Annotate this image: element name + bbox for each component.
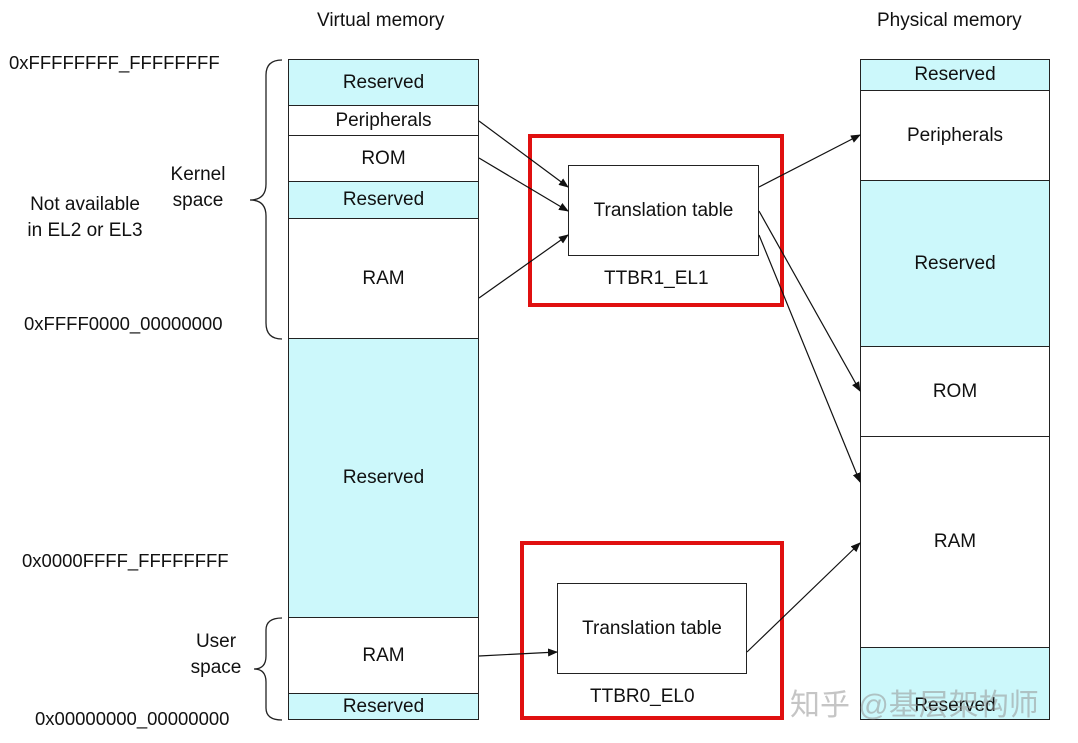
virtual-segment-peripherals: Peripherals (289, 106, 478, 136)
physical-memory-title: Physical memory (877, 10, 1022, 31)
physical-segment-reserved: Reserved (861, 181, 1049, 347)
virtual-segment-reserved: Reserved (289, 182, 478, 219)
virtual-memory-title: Virtual memory (317, 10, 445, 31)
watermark: 知乎 @基层架构师 (790, 689, 1039, 722)
virtual-segment-reserved: Reserved (289, 339, 478, 618)
arrow-rom-to-table (478, 157, 569, 212)
ttbr1-el1-label: TTBR1_EL1 (604, 268, 709, 289)
arrow-table-to-peripherals (758, 134, 861, 188)
ttbr0-highlight-box (520, 541, 784, 720)
segment-label: Reserved (342, 71, 425, 93)
virtual-segment-ram: RAM (289, 219, 478, 339)
segment-label: Peripherals (906, 124, 1004, 146)
physical-memory-column: Reserved Peripherals Reserved ROM RAM Re… (860, 59, 1050, 720)
physical-segment-reserved: Reserved (861, 648, 1049, 719)
address-bottom: 0x00000000_00000000 (35, 708, 230, 729)
address-top: 0xFFFFFFFF_FFFFFFFF (9, 52, 220, 73)
segment-label: ROM (932, 380, 978, 402)
segment-label: RAM (362, 644, 405, 666)
segment-label: Reserved (914, 252, 996, 274)
translation-table-label: Translation table (582, 617, 722, 639)
segment-label: RAM (933, 531, 977, 552)
segment-label: Reserved (914, 695, 996, 716)
virtual-segment-reserved: Reserved (289, 60, 478, 106)
translation-table-kernel: Translation table (568, 165, 759, 256)
arrow-table-to-rom (758, 210, 861, 392)
virtual-memory-column: Reserved Peripherals ROM Reserved RAM Re… (288, 59, 479, 720)
segment-label: Reserved (342, 695, 425, 717)
segment-label: Reserved (342, 189, 425, 210)
physical-segment-peripherals: Peripherals (861, 91, 1049, 181)
kernel-space-label: Kernel space (170, 164, 226, 211)
not-available-label: Not available in EL2 or EL3 (27, 194, 143, 241)
translation-table-label: Translation table (593, 199, 734, 221)
user-space-label: User space (190, 631, 242, 678)
user-space-brace (253, 617, 283, 721)
segment-label: Peripherals (335, 109, 432, 131)
segment-label: ROM (361, 147, 406, 169)
arrow-user-table-to-ram (746, 542, 861, 653)
arrow-user-ram-to-table (478, 648, 558, 657)
physical-segment-rom: ROM (861, 347, 1049, 437)
segment-label: Reserved (342, 467, 425, 488)
address-kernel-base: 0xFFFF0000_00000000 (24, 313, 223, 334)
kernel-space-brace (249, 59, 283, 340)
physical-segment-reserved: Reserved (861, 60, 1049, 91)
virtual-segment-ram: RAM (289, 618, 478, 694)
ttbr1-highlight-box (528, 134, 784, 307)
arrow-table-to-ram (758, 234, 861, 483)
address-user-top: 0x0000FFFF_FFFFFFFF (22, 550, 229, 571)
segment-label: RAM (362, 267, 405, 289)
arrow-peripherals-to-table (478, 120, 569, 188)
virtual-segment-reserved: Reserved (289, 694, 478, 719)
segment-label: Reserved (914, 64, 996, 85)
physical-segment-ram: RAM (861, 437, 1049, 648)
translation-table-user: Translation table (557, 583, 747, 674)
arrow-ram-to-table (478, 234, 569, 299)
ttbr0-el0-label: TTBR0_EL0 (590, 686, 695, 707)
virtual-segment-rom: ROM (289, 136, 478, 182)
